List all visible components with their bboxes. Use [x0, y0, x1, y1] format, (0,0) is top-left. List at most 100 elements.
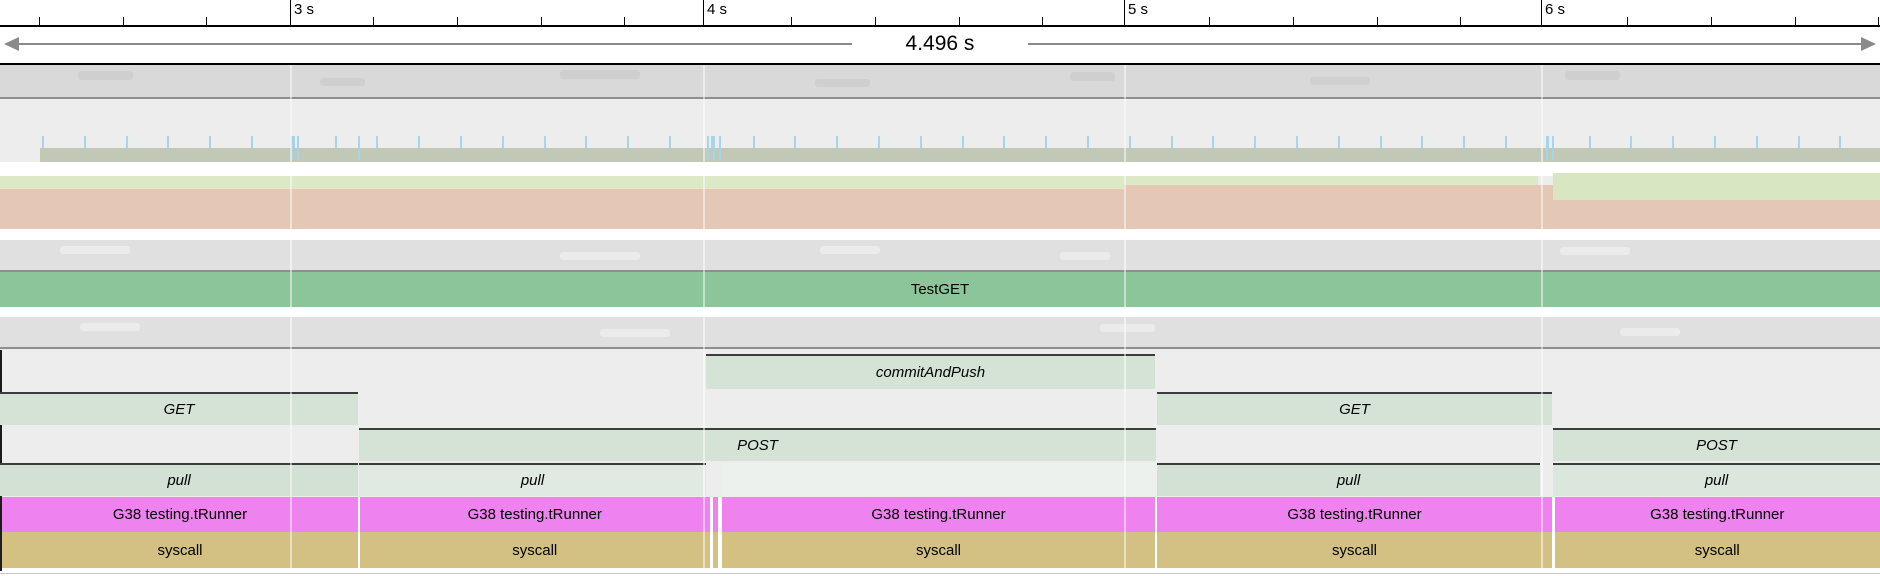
syscall-segment-label: syscall: [1694, 541, 1740, 559]
syscall-segment[interactable]: syscall: [1157, 532, 1552, 568]
event-tick: [1003, 136, 1005, 148]
event-tick: [1296, 136, 1298, 148]
span-pull-2[interactable]: pull: [359, 463, 706, 496]
event-tick-long: [358, 136, 360, 160]
counter-green-band[interactable]: [1553, 173, 1880, 200]
span-pull-1[interactable]: pull: [0, 463, 358, 496]
collapsed-slice-block: [1060, 252, 1110, 260]
span-testget[interactable]: TestGET: [0, 272, 1880, 307]
span-pull-3[interactable]: [722, 463, 1155, 496]
collapsed-slice-block: [60, 246, 130, 254]
section-divider: [0, 97, 1880, 99]
syscall-segment[interactable]: [713, 532, 718, 568]
event-tick: [753, 136, 755, 148]
goroutine-segment[interactable]: G38 testing.tRunner: [359, 497, 710, 532]
major-gridline: [290, 65, 292, 573]
span-pull-1-label: pull: [167, 472, 191, 489]
event-tick: [1505, 136, 1507, 148]
ruler-minor-tick: [1376, 17, 1378, 25]
counter-salmon-band[interactable]: [1553, 200, 1880, 229]
syscall-segment[interactable]: syscall: [2, 532, 358, 568]
goroutine-segment[interactable]: G38 testing.tRunner: [722, 497, 1155, 532]
counter-salmon-band[interactable]: [0, 189, 1124, 229]
event-tick: [1087, 136, 1089, 148]
span-commitandpush-label: commitAndPush: [875, 364, 986, 381]
collapsed-slice-block: [560, 252, 640, 260]
span-testget-label: TestGET: [910, 281, 970, 298]
counter-green-band[interactable]: [0, 176, 1124, 189]
span-post-2[interactable]: POST: [1553, 428, 1880, 461]
measure-row: 4.496 s: [0, 27, 1880, 65]
ruler-minor-tick: [540, 17, 542, 25]
span-get-1-label: GET: [163, 401, 195, 418]
event-tick: [627, 136, 629, 148]
event-tick: [1045, 136, 1047, 148]
ruler-tick-label: 4 s: [707, 1, 728, 18]
span-pull-4[interactable]: pull: [1157, 463, 1540, 496]
white-band: [0, 162, 1880, 176]
event-tick: [84, 136, 86, 148]
span-get-2[interactable]: GET: [1157, 392, 1552, 425]
event-tick: [1380, 136, 1382, 148]
ruler-minor-tick: [958, 17, 960, 25]
goroutine-segment-label: G38 testing.tRunner: [871, 506, 1006, 523]
event-tick: [878, 136, 880, 148]
section-band[interactable]: [0, 317, 1880, 347]
span-post-2-label: POST: [1696, 437, 1737, 454]
counter-green-band[interactable]: [1124, 176, 1538, 185]
syscall-segment-label: syscall: [157, 541, 203, 559]
ruler-minor-tick: [457, 17, 458, 25]
ruler-minor-tick: [1794, 17, 1796, 25]
span-post-1[interactable]: POST: [359, 428, 1156, 461]
syscall-segment[interactable]: syscall: [1554, 532, 1880, 568]
collapsed-slice-block: [815, 79, 870, 87]
ruler-tick-label: 3 s: [294, 1, 315, 18]
event-tick-long: [713, 136, 715, 160]
goroutine-segment[interactable]: G38 testing.tRunner: [1157, 497, 1552, 532]
goroutine-segment[interactable]: [713, 497, 718, 532]
span-get-1[interactable]: GET: [0, 392, 358, 425]
ruler-minor-tick: [791, 17, 793, 25]
event-tick: [293, 136, 295, 148]
ruler-minor-tick: [122, 17, 124, 25]
event-tick: [167, 136, 169, 148]
collapsed-slice-block: [320, 78, 365, 86]
measure-line-left: [18, 43, 852, 45]
collapsed-slice-block: [1560, 247, 1630, 255]
event-tick: [1421, 136, 1423, 148]
collapsed-slice-block: [820, 246, 880, 254]
ruler-major-tick: [703, 0, 704, 25]
counter-salmon-band[interactable]: [1124, 185, 1538, 229]
syscall-segment[interactable]: syscall: [722, 532, 1155, 568]
ruler-major-tick: [1541, 0, 1542, 25]
event-tick: [1672, 136, 1674, 148]
ruler-minor-tick: [1878, 17, 1880, 25]
gc-band[interactable]: [40, 148, 1880, 162]
ruler-minor-tick: [1627, 17, 1629, 25]
process-band[interactable]: [0, 65, 1880, 97]
event-tick-long: [297, 136, 299, 160]
ruler-tick-label: 5 s: [1128, 1, 1149, 18]
event-tick-long: [707, 136, 709, 160]
event-tick: [544, 136, 546, 148]
event-tick: [1714, 136, 1716, 148]
event-tick: [1171, 136, 1173, 148]
syscall-segment[interactable]: syscall: [359, 532, 710, 568]
event-tick: [962, 136, 964, 148]
syscall-segment-label: syscall: [512, 541, 558, 559]
major-gridline: [1124, 65, 1126, 573]
event-tick: [42, 136, 44, 148]
span-pull-5[interactable]: pull: [1553, 463, 1880, 496]
collapsed-slice-block: [1565, 71, 1620, 80]
span-commitandpush[interactable]: commitAndPush: [706, 354, 1155, 389]
span-pull-5-label: pull: [1704, 472, 1729, 489]
major-gridline: [1541, 65, 1543, 573]
span-pull-4-label: pull: [1336, 472, 1361, 489]
goroutine-segment[interactable]: G38 testing.tRunner: [2, 497, 358, 532]
selection-duration-label: 4.496 s: [905, 32, 975, 55]
event-tick-long: [291, 136, 293, 160]
goroutine-segment[interactable]: G38 testing.tRunner: [1554, 497, 1880, 532]
section-band[interactable]: [0, 240, 1880, 270]
event-tick: [1589, 136, 1591, 148]
